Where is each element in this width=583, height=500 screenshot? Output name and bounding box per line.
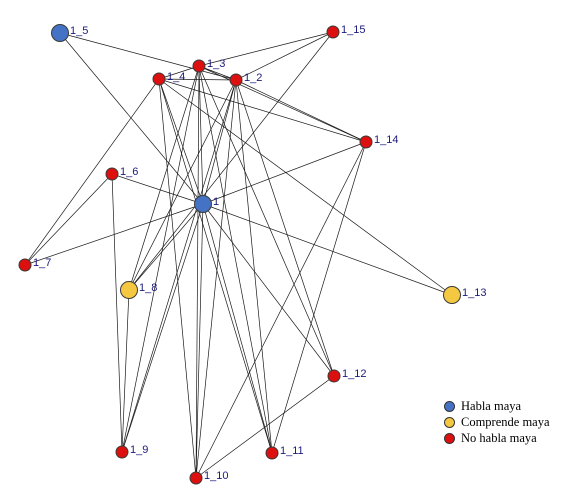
- edge-1_4-1_10: [158, 78, 197, 479]
- legend-item-habla: Habla maya: [444, 398, 550, 414]
- edge-1-1_3: [198, 65, 204, 205]
- legend: Habla maya Comprende maya No habla maya: [444, 398, 550, 446]
- edge-layer: [24, 31, 453, 479]
- edge-1_3-1_10: [195, 65, 200, 479]
- node-label-1-5: 1_5: [70, 25, 88, 37]
- legend-swatch-no-habla: [444, 432, 455, 444]
- legend-item-comprende: Comprende maya: [444, 414, 550, 430]
- edge-1_12-1_10: [195, 375, 335, 479]
- node-1-5: [51, 24, 69, 42]
- node-label-1-8: 1_8: [139, 282, 157, 294]
- edge-1_2-1_8: [128, 79, 237, 291]
- edge-1-1_8: [128, 203, 204, 291]
- edge-1_2-1_12: [235, 79, 335, 377]
- edge-1_6-1_9: [111, 173, 123, 453]
- edge-1-1_2: [202, 79, 237, 205]
- node-label-1-2: 1_2: [244, 72, 262, 84]
- edge-1_3-1_8: [128, 65, 200, 291]
- node-1-6: [105, 167, 119, 181]
- edge-1-1_14: [202, 141, 367, 205]
- edge-1_3-1_9: [121, 65, 200, 453]
- edge-1-1_10: [195, 203, 204, 479]
- node-label-1-14: 1_14: [374, 134, 398, 146]
- edge-1_2-1_3: [198, 65, 237, 81]
- edge-1_4-1_14: [158, 78, 367, 143]
- edge-1_6-1_7: [24, 173, 113, 266]
- node-1: [194, 195, 212, 213]
- edge-1_2-1_15: [235, 31, 334, 81]
- edge-1-1_5: [59, 32, 204, 205]
- edge-1_14-1_10: [195, 141, 367, 479]
- legend-swatch-habla: [444, 400, 455, 412]
- edge-1_3-1_11: [198, 65, 273, 454]
- node-1-4: [152, 72, 166, 86]
- edge-1-1_12: [202, 203, 335, 377]
- node-label-1-15: 1_15: [341, 24, 365, 36]
- edge-1_2-1_11: [235, 79, 273, 454]
- legend-swatch-comprende: [444, 416, 455, 428]
- node-label-1-3: 1_3: [207, 58, 225, 70]
- edge-1_2-1_14: [235, 79, 367, 143]
- node-1-13: [443, 286, 461, 304]
- node-1-11: [265, 446, 279, 460]
- edge-1_8-1_9: [121, 289, 130, 453]
- edge-1-1_9: [121, 203, 204, 453]
- edge-1_2-1_4: [158, 78, 237, 81]
- node-1-10: [189, 471, 203, 485]
- node-1-14: [359, 135, 373, 149]
- node-label-1-6: 1_6: [120, 166, 138, 178]
- node-1-8: [120, 281, 138, 299]
- edge-1-1_13: [202, 203, 453, 296]
- node-label-1-11: 1_11: [280, 445, 304, 457]
- node-label-1-7: 1_7: [33, 257, 51, 269]
- edge-1-1_4: [158, 78, 204, 205]
- node-1-2: [229, 73, 243, 87]
- edge-1_14-1_11: [271, 141, 367, 454]
- legend-item-no-habla: No habla maya: [444, 430, 550, 446]
- node-1-15: [326, 25, 340, 39]
- node-1-12: [327, 369, 341, 383]
- edge-1-1_11: [202, 203, 273, 454]
- node-1-7: [18, 258, 32, 272]
- legend-label-habla: Habla maya: [461, 398, 522, 413]
- node-label-1-4: 1_4: [167, 71, 185, 83]
- edge-1_5-1_2: [59, 32, 237, 81]
- node-label-1-9: 1_9: [130, 444, 148, 456]
- edge-1_4-1_11: [158, 78, 273, 454]
- edge-1_2-1_10: [195, 79, 237, 479]
- legend-label-comprende: Comprende maya: [461, 414, 550, 429]
- edge-1_3-1_14: [198, 65, 367, 143]
- edge-1_3-1_15: [198, 31, 334, 67]
- edge-1_8-1_15: [128, 31, 334, 291]
- legend-label-no-habla: No habla maya: [461, 430, 537, 445]
- node-label-1-12: 1_12: [342, 368, 366, 380]
- edge-1-1_6: [111, 173, 204, 205]
- node-label-1: 1: [213, 196, 219, 208]
- edge-1_4-1_7: [24, 78, 160, 266]
- node-label-1-13: 1_13: [462, 287, 486, 299]
- node-layer: 1 1_2 1_3 1_4 1_5 1_6 1_7 1_8 1_9 1_10 1_11 1_12 1_1…: [18, 24, 486, 485]
- node-1-3: [192, 59, 206, 73]
- edge-1_2-1_9: [121, 79, 237, 453]
- edge-1_3-1_12: [198, 65, 335, 377]
- node-label-1-10: 1_10: [204, 470, 228, 482]
- edge-1_4-1_13: [158, 78, 453, 296]
- node-1-9: [115, 445, 129, 459]
